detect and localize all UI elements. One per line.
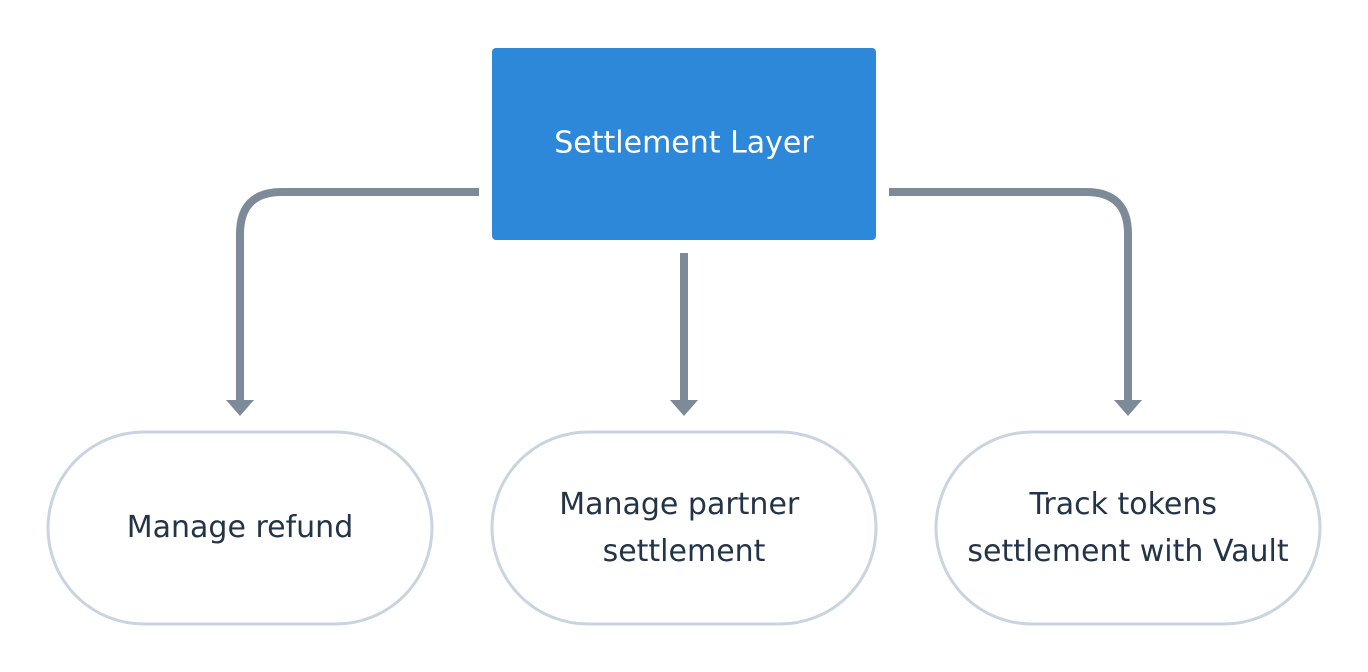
child-node-manage-partner-settlement: Manage partner settlement: [490, 430, 878, 626]
child-node-label-line: Track tokens: [1028, 487, 1217, 522]
root-node: Settlement Layer: [492, 48, 876, 240]
arrowhead-left: [226, 400, 254, 416]
child-node-box: [490, 430, 878, 626]
child-node-box: [934, 430, 1322, 626]
child-node-label-line: Manage refund: [127, 510, 353, 545]
child-node-label-line: settlement with Vault: [967, 534, 1289, 569]
connector-left: [236, 188, 479, 404]
child-node-manage-refund: Manage refund: [46, 430, 434, 626]
child-node-label-line: settlement: [603, 534, 766, 569]
child-node-label: Manage partner settlement: [559, 487, 809, 569]
child-node-box: [46, 430, 434, 626]
connector-right: [889, 188, 1132, 404]
child-node-track-tokens-settlement: Track tokens settlement with Vault: [934, 430, 1322, 626]
arrowhead-right: [1114, 400, 1142, 416]
connectors: [236, 188, 1132, 404]
root-node-label: Settlement Layer: [554, 126, 814, 161]
child-node-label: Manage refund: [127, 510, 353, 545]
arrowhead-center: [670, 400, 698, 416]
child-node-label-line: Manage partner: [559, 487, 800, 522]
child-node-label: Track tokens settlement with Vault: [967, 487, 1289, 569]
root-node-box: [492, 48, 876, 240]
arrowheads: [226, 400, 1142, 416]
